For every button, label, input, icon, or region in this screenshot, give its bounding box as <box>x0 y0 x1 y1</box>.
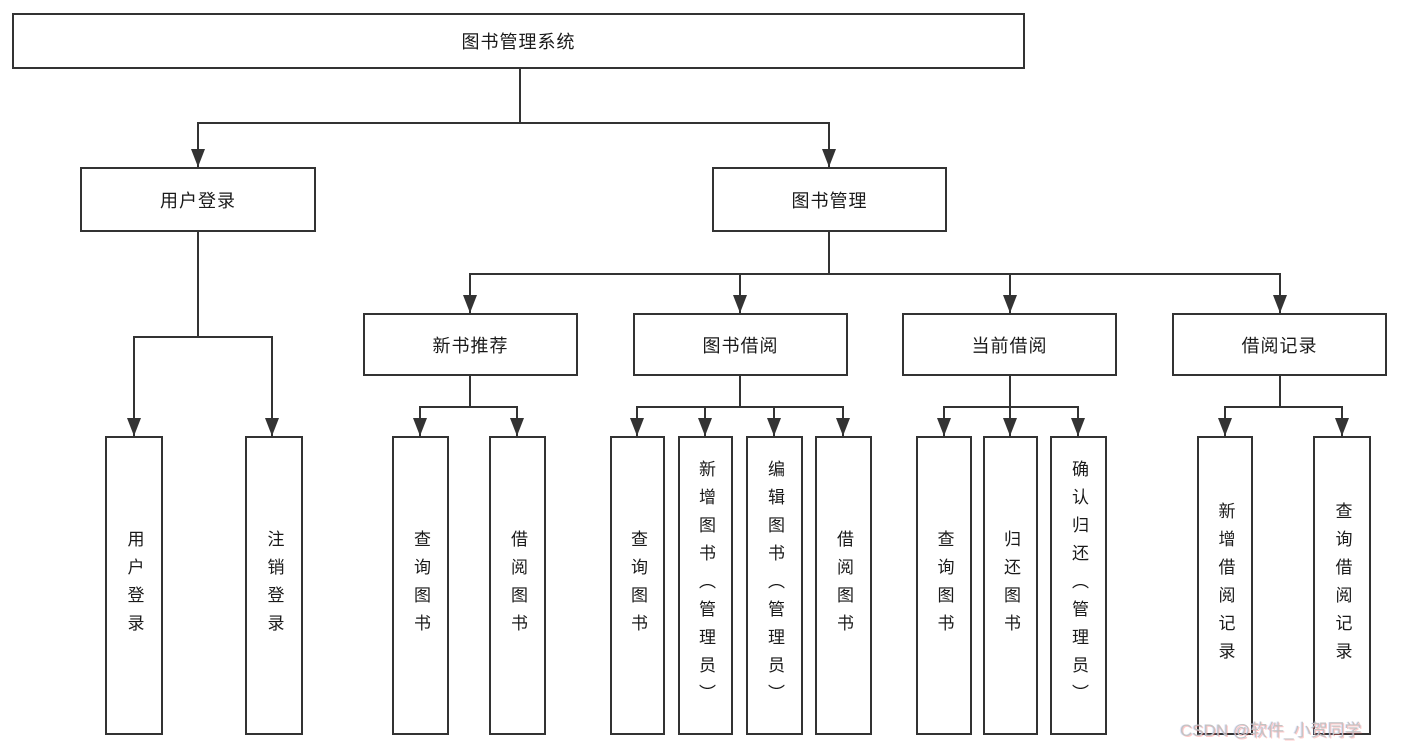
node-new-book-recommend-label: 新书推荐 <box>432 335 509 356</box>
node-user-login: 用户登录 <box>80 167 316 232</box>
leaf-edit-books-admin: 编辑图书（管理员） <box>746 436 803 735</box>
connector-to-leaf-logout <box>271 336 273 436</box>
connector-user-login-stem <box>197 232 199 336</box>
connector-to-borrowing-records <box>1279 273 1281 313</box>
node-book-management: 图书管理 <box>712 167 947 232</box>
node-book-borrowing: 图书借阅 <box>633 313 848 376</box>
arrowhead-leaf-add-books <box>698 418 712 436</box>
leaf-add-borrow-record: 新增借阅记录 <box>1197 436 1253 735</box>
node-borrowing-records-label: 借阅记录 <box>1241 335 1318 356</box>
connector-records-stem <box>1279 376 1281 406</box>
leaf-edit-books-admin-label: 编辑图书（管理员） <box>765 459 784 712</box>
connector-to-book-borrowing <box>739 273 741 313</box>
leaf-user-login-label: 用户登录 <box>124 529 144 642</box>
node-current-borrowing-label: 当前借阅 <box>971 335 1048 356</box>
connector-to-current-borrowing <box>1009 273 1011 313</box>
connector-book-management-rail <box>470 273 1280 275</box>
node-root: 图书管理系统 <box>12 13 1025 69</box>
connector-recommend-rail <box>420 406 517 408</box>
leaf-logout-label: 注销登录 <box>264 529 284 642</box>
leaf-return-books: 归还图书 <box>983 436 1038 735</box>
arrowhead-current-borrowing <box>1003 295 1017 313</box>
arrowhead-leaf-add-record <box>1218 418 1232 436</box>
csdn-watermark: CSDN @软件_小贺同学 <box>1180 721 1362 740</box>
arrowhead-borrowing-records <box>1273 295 1287 313</box>
node-book-borrowing-label: 图书借阅 <box>702 335 779 356</box>
connector-current-rail <box>944 406 1078 408</box>
connector-current-stem <box>1009 376 1011 406</box>
connector-to-new-book-recommend <box>469 273 471 313</box>
arrowhead-user-login <box>191 149 205 167</box>
node-book-management-label: 图书管理 <box>791 190 868 211</box>
leaf-user-login: 用户登录 <box>105 436 163 735</box>
arrowhead-leaf-recommend-query <box>413 418 427 436</box>
leaf-query-borrow-record: 查询借阅记录 <box>1313 436 1371 735</box>
leaf-current-query-books-label: 查询图书 <box>934 529 954 642</box>
connector-recommend-stem <box>469 376 471 406</box>
connector-user-login-rail <box>134 336 273 338</box>
leaf-borrowing-query-books-label: 查询图书 <box>628 529 647 642</box>
node-user-login-label: 用户登录 <box>160 190 236 211</box>
connector-root-stem <box>519 69 521 122</box>
arrowhead-leaf-logout <box>265 418 279 436</box>
leaf-recommend-query-books: 查询图书 <box>392 436 449 735</box>
leaf-confirm-return-admin: 确认归还（管理员） <box>1050 436 1107 735</box>
connector-root-rail <box>198 122 830 124</box>
leaf-recommend-borrow-books-label: 借阅图书 <box>508 529 527 642</box>
leaf-borrowing-borrow-books: 借阅图书 <box>815 436 872 735</box>
node-borrowing-records: 借阅记录 <box>1172 313 1387 376</box>
arrowhead-new-book-recommend <box>463 295 477 313</box>
connector-to-leaf-user-login <box>133 336 135 436</box>
leaf-recommend-query-books-label: 查询图书 <box>411 529 430 642</box>
leaf-borrowing-query-books: 查询图书 <box>610 436 665 735</box>
leaf-add-books-admin-label: 新增图书（管理员） <box>696 459 715 712</box>
arrowhead-book-management <box>822 149 836 167</box>
leaf-logout: 注销登录 <box>245 436 303 735</box>
arrowhead-leaf-current-query <box>937 418 951 436</box>
leaf-return-books-label: 归还图书 <box>1001 529 1020 642</box>
arrowhead-leaf-query-record <box>1335 418 1349 436</box>
arrowhead-leaf-user-login <box>127 418 141 436</box>
connector-root-to-book-management <box>828 122 830 167</box>
connector-records-rail <box>1225 406 1342 408</box>
node-root-label: 图书管理系统 <box>461 32 576 52</box>
arrowhead-leaf-borrowing-borrow <box>836 418 850 436</box>
leaf-recommend-borrow-books: 借阅图书 <box>489 436 546 735</box>
leaf-confirm-return-admin-label: 确认归还（管理员） <box>1069 459 1088 712</box>
connector-book-management-stem <box>828 232 830 273</box>
arrowhead-leaf-edit-books <box>767 418 781 436</box>
leaf-query-borrow-record-label: 查询借阅记录 <box>1332 501 1352 670</box>
connector-borrowing-rail <box>637 406 843 408</box>
leaf-current-query-books: 查询图书 <box>916 436 972 735</box>
arrowhead-leaf-borrowing-query <box>630 418 644 436</box>
arrowhead-leaf-recommend-borrow <box>510 418 524 436</box>
leaf-add-borrow-record-label: 新增借阅记录 <box>1215 501 1235 670</box>
arrowhead-leaf-return-books <box>1003 418 1017 436</box>
node-current-borrowing: 当前借阅 <box>902 313 1117 376</box>
leaf-add-books-admin: 新增图书（管理员） <box>678 436 733 735</box>
connector-borrowing-stem <box>739 376 741 406</box>
arrowhead-book-borrowing <box>733 295 747 313</box>
arrowhead-leaf-confirm-return <box>1071 418 1085 436</box>
connector-root-to-user-login <box>197 122 199 167</box>
leaf-borrowing-borrow-books-label: 借阅图书 <box>834 529 853 642</box>
node-new-book-recommend: 新书推荐 <box>363 313 578 376</box>
